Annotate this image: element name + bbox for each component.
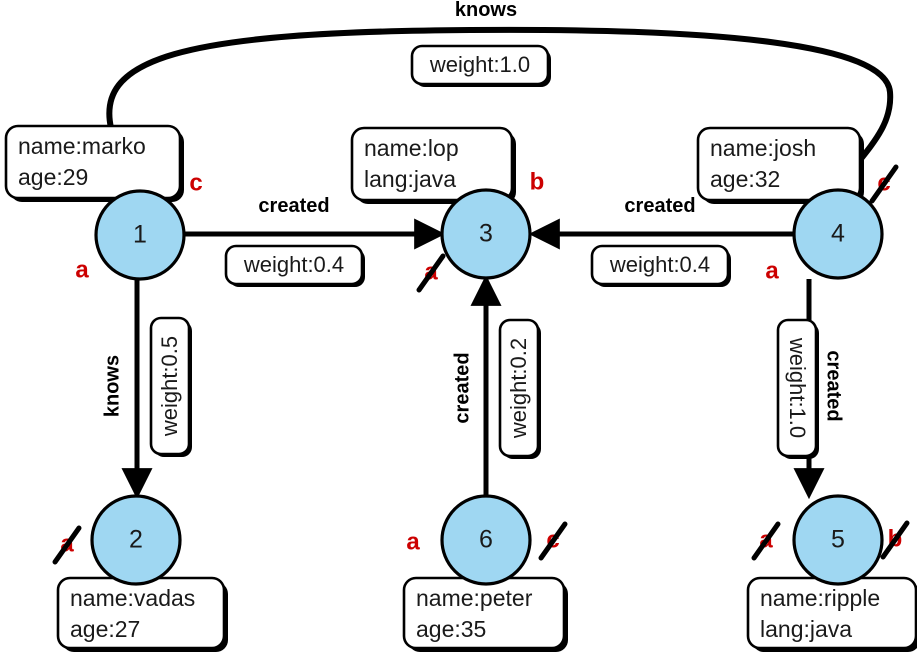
node-id-label: 1 [133, 221, 147, 249]
edge-type-label: knows [455, 0, 517, 21]
property-line: name:marko [18, 133, 146, 159]
edges-layer: knows weight:1.0 created weight:0.4 created w… [100, 0, 894, 500]
node-id-label: 2 [129, 526, 143, 554]
node-id-label: 6 [479, 526, 493, 554]
property-line: lang:java [364, 166, 456, 192]
weight-label: weight:0.4 [243, 252, 344, 277]
annotation-c-struck: c [538, 521, 568, 561]
property-line: name:lop [364, 135, 459, 161]
node-3-properties: name:lop lang:java [350, 126, 516, 204]
node-circle[interactable] [94, 189, 186, 281]
weight-label: weight:1.0 [785, 337, 810, 438]
edge-weight-box: weight:1.0 [776, 318, 819, 459]
edge-1-to-2-knows[interactable]: knows weight:0.5 [100, 279, 192, 500]
edge-weight-box: weight:0.4 [590, 244, 731, 287]
edge-type-label: knows [101, 355, 123, 417]
annotations-layer: c a a b a c a a b a c [52, 164, 910, 565]
annotation-a-struck: a [751, 521, 781, 561]
node-6[interactable]: name:peter age:35 6 [402, 494, 568, 652]
node-id-label: 5 [831, 526, 845, 554]
annotation-a-struck: a [52, 525, 82, 565]
node-5-properties: name:ripple lang:java [746, 576, 917, 652]
edge-1-to-3-created[interactable]: created weight:0.4 [184, 193, 446, 287]
weight-box-bg [590, 244, 730, 286]
property-line: name:josh [710, 135, 816, 161]
edge-weight-box: weight:0.5 [149, 316, 192, 457]
property-line: age:35 [416, 616, 486, 642]
edge-4-to-3-created[interactable]: created weight:0.4 [528, 193, 793, 287]
edge-type-label: created [451, 352, 473, 423]
weight-label: weight:0.4 [609, 252, 710, 277]
node-6-properties: name:peter age:35 [402, 576, 568, 652]
property-line: age:29 [18, 164, 88, 190]
annotation-letter: a [406, 528, 420, 555]
node-id-label: 3 [479, 220, 493, 248]
strikethrough-icon [751, 521, 781, 561]
strikethrough-icon [538, 521, 568, 561]
node-1-properties: name:marko age:29 [4, 124, 184, 202]
property-line: name:vadas [70, 585, 195, 611]
node-circle[interactable] [440, 494, 532, 586]
weight-box-bg [149, 316, 191, 456]
node-2-properties: name:vadas age:27 [56, 576, 228, 652]
property-line: lang:java [760, 616, 852, 642]
annotation-a: a [74, 255, 90, 284]
weight-label: weight:0.5 [157, 336, 182, 437]
node-1[interactable]: name:marko age:29 1 [4, 124, 186, 281]
nodes-layer: name:marko age:29 1 name:vadas age:27 2 name:l… [4, 124, 917, 652]
weight-label: weight:1.0 [429, 52, 530, 77]
node-circle[interactable] [792, 188, 884, 280]
node-circle[interactable] [792, 494, 884, 586]
edge-weight-box: weight:0.2 [498, 318, 541, 459]
weight-box-bg [498, 318, 540, 458]
annotation-b: b [529, 167, 546, 196]
edge-path [106, 26, 894, 190]
edge-6-to-3-created[interactable]: created weight:0.2 [450, 274, 541, 496]
property-line: age:32 [710, 166, 780, 192]
node-3[interactable]: name:lop lang:java 3 [350, 126, 532, 280]
property-line: age:27 [70, 616, 140, 642]
annotation-a: a [764, 256, 780, 285]
property-line: name:ripple [760, 585, 880, 611]
weight-box-bg [410, 44, 550, 86]
weight-box-bg [224, 244, 364, 286]
strikethrough-icon [869, 164, 899, 204]
annotation-letter: b [530, 168, 545, 195]
annotation-letter: a [765, 257, 779, 284]
edge-type-label: created [823, 350, 845, 421]
edge-weight-box: weight:1.0 [410, 44, 551, 87]
edge-weight-box: weight:0.4 [224, 244, 365, 287]
edge-type-label: created [258, 195, 329, 217]
strikethrough-icon [416, 253, 446, 293]
weight-box-bg [776, 318, 818, 458]
strikethrough-icon [52, 525, 82, 565]
annotation-b-struck: b [880, 520, 910, 560]
node-5[interactable]: name:ripple lang:java 5 [746, 494, 917, 652]
property-box-bg [350, 126, 514, 202]
property-line: name:peter [416, 585, 533, 611]
annotation-letter: a [75, 256, 89, 283]
node-2[interactable]: name:vadas age:27 2 [56, 494, 228, 652]
annotation-c-struck: c [869, 164, 899, 204]
node-circle[interactable] [440, 188, 532, 280]
property-box-bg [696, 126, 862, 202]
edge-1-to-4-knows[interactable]: knows weight:1.0 [106, 0, 894, 196]
node-circle[interactable] [90, 494, 182, 586]
strikethrough-icon [880, 520, 910, 560]
property-box-bg [4, 124, 182, 200]
node-id-label: 4 [831, 220, 845, 248]
node-4[interactable]: name:josh age:32 4 [696, 126, 884, 280]
edge-type-label: created [624, 195, 695, 217]
weight-label: weight:0.2 [506, 338, 531, 439]
node-4-properties: name:josh age:32 [696, 126, 864, 204]
annotation-letter: c [189, 169, 202, 196]
annotation-c: c [188, 168, 204, 197]
edge-4-to-5-created[interactable]: created weight:1.0 [776, 279, 846, 500]
annotation-a: a [405, 527, 421, 556]
annotation-a-struck: a [416, 253, 446, 293]
